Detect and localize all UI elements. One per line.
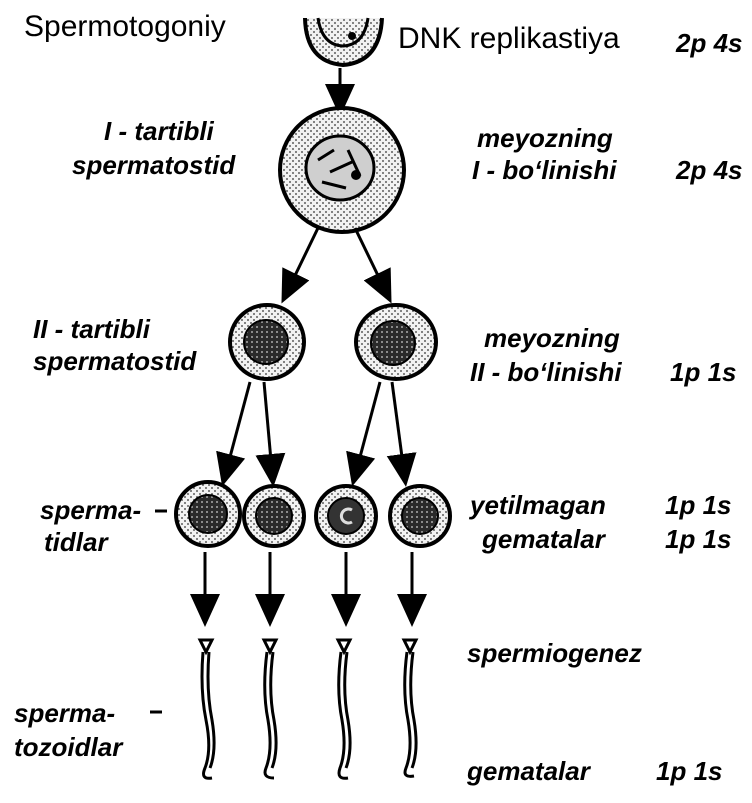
label-gametes: gematalar [467,758,590,784]
label-immature-line1: yetilmagan [470,492,606,518]
label-spermatogonium: Spermotogoniy [24,12,226,42]
label-spermatozoa-line2: tozoidlar [14,734,122,760]
spermatozoon-3 [338,640,350,778]
label-primary-line2: spermatostid [72,152,235,178]
ploidy-meiosis1: 2p 4s [676,157,743,183]
spermatid-2 [244,486,304,546]
spermatid-1 [176,482,240,546]
label-spermatids-line2: tidlar [44,529,108,555]
label-spermiogenesis: spermiogenez [467,640,642,666]
ploidy-meiosis2: 1p 1s [670,359,737,385]
label-secondary-line2: spermatostid [33,348,196,374]
spermatozoon-1 [200,640,214,778]
ploidy-immature-2: 1p 1s [665,526,732,552]
label-meiosis2-line2: II - bo‘linishi [470,359,622,385]
spermatozoon-4 [404,640,416,776]
spermatid-3 [316,486,376,546]
arrow-sec-left-a [226,382,250,472]
secondary-spermatocyte-right [356,305,436,379]
spermatozoon-2 [264,640,276,778]
arrow-sec-right-a [356,382,380,472]
label-meiosis1-line1: meyozning [477,125,613,151]
ploidy-spermatogonium: 2p 4s [676,30,743,56]
arrow-primary-right [355,228,385,290]
label-meiosis2-line1: meyozning [484,325,620,351]
arrow-primary-left [288,228,318,290]
label-spermatids-line1: sperma- [40,497,141,523]
label-immature-line2: gematalar [482,526,605,552]
label-meiosis1-line2: I - bo‘linishi [472,157,616,183]
ploidy-immature-1: 1p 1s [665,492,732,518]
arrow-sec-left-b [264,382,272,472]
label-secondary-line1: II - tartibli [33,316,150,342]
ploidy-gametes: 1p 1s [656,758,723,784]
label-spermatozoa-line1: sperma- [14,700,115,726]
primary-spermatocyte-cell [280,108,404,232]
arrow-sec-right-b [392,382,404,472]
label-primary-line1: I - tartibli [104,118,214,144]
spermatogonium-cell [305,18,382,65]
label-dna-replication: DNK replikastiya [398,24,620,54]
secondary-spermatocyte-left [230,305,304,379]
spermatid-4 [390,486,450,546]
